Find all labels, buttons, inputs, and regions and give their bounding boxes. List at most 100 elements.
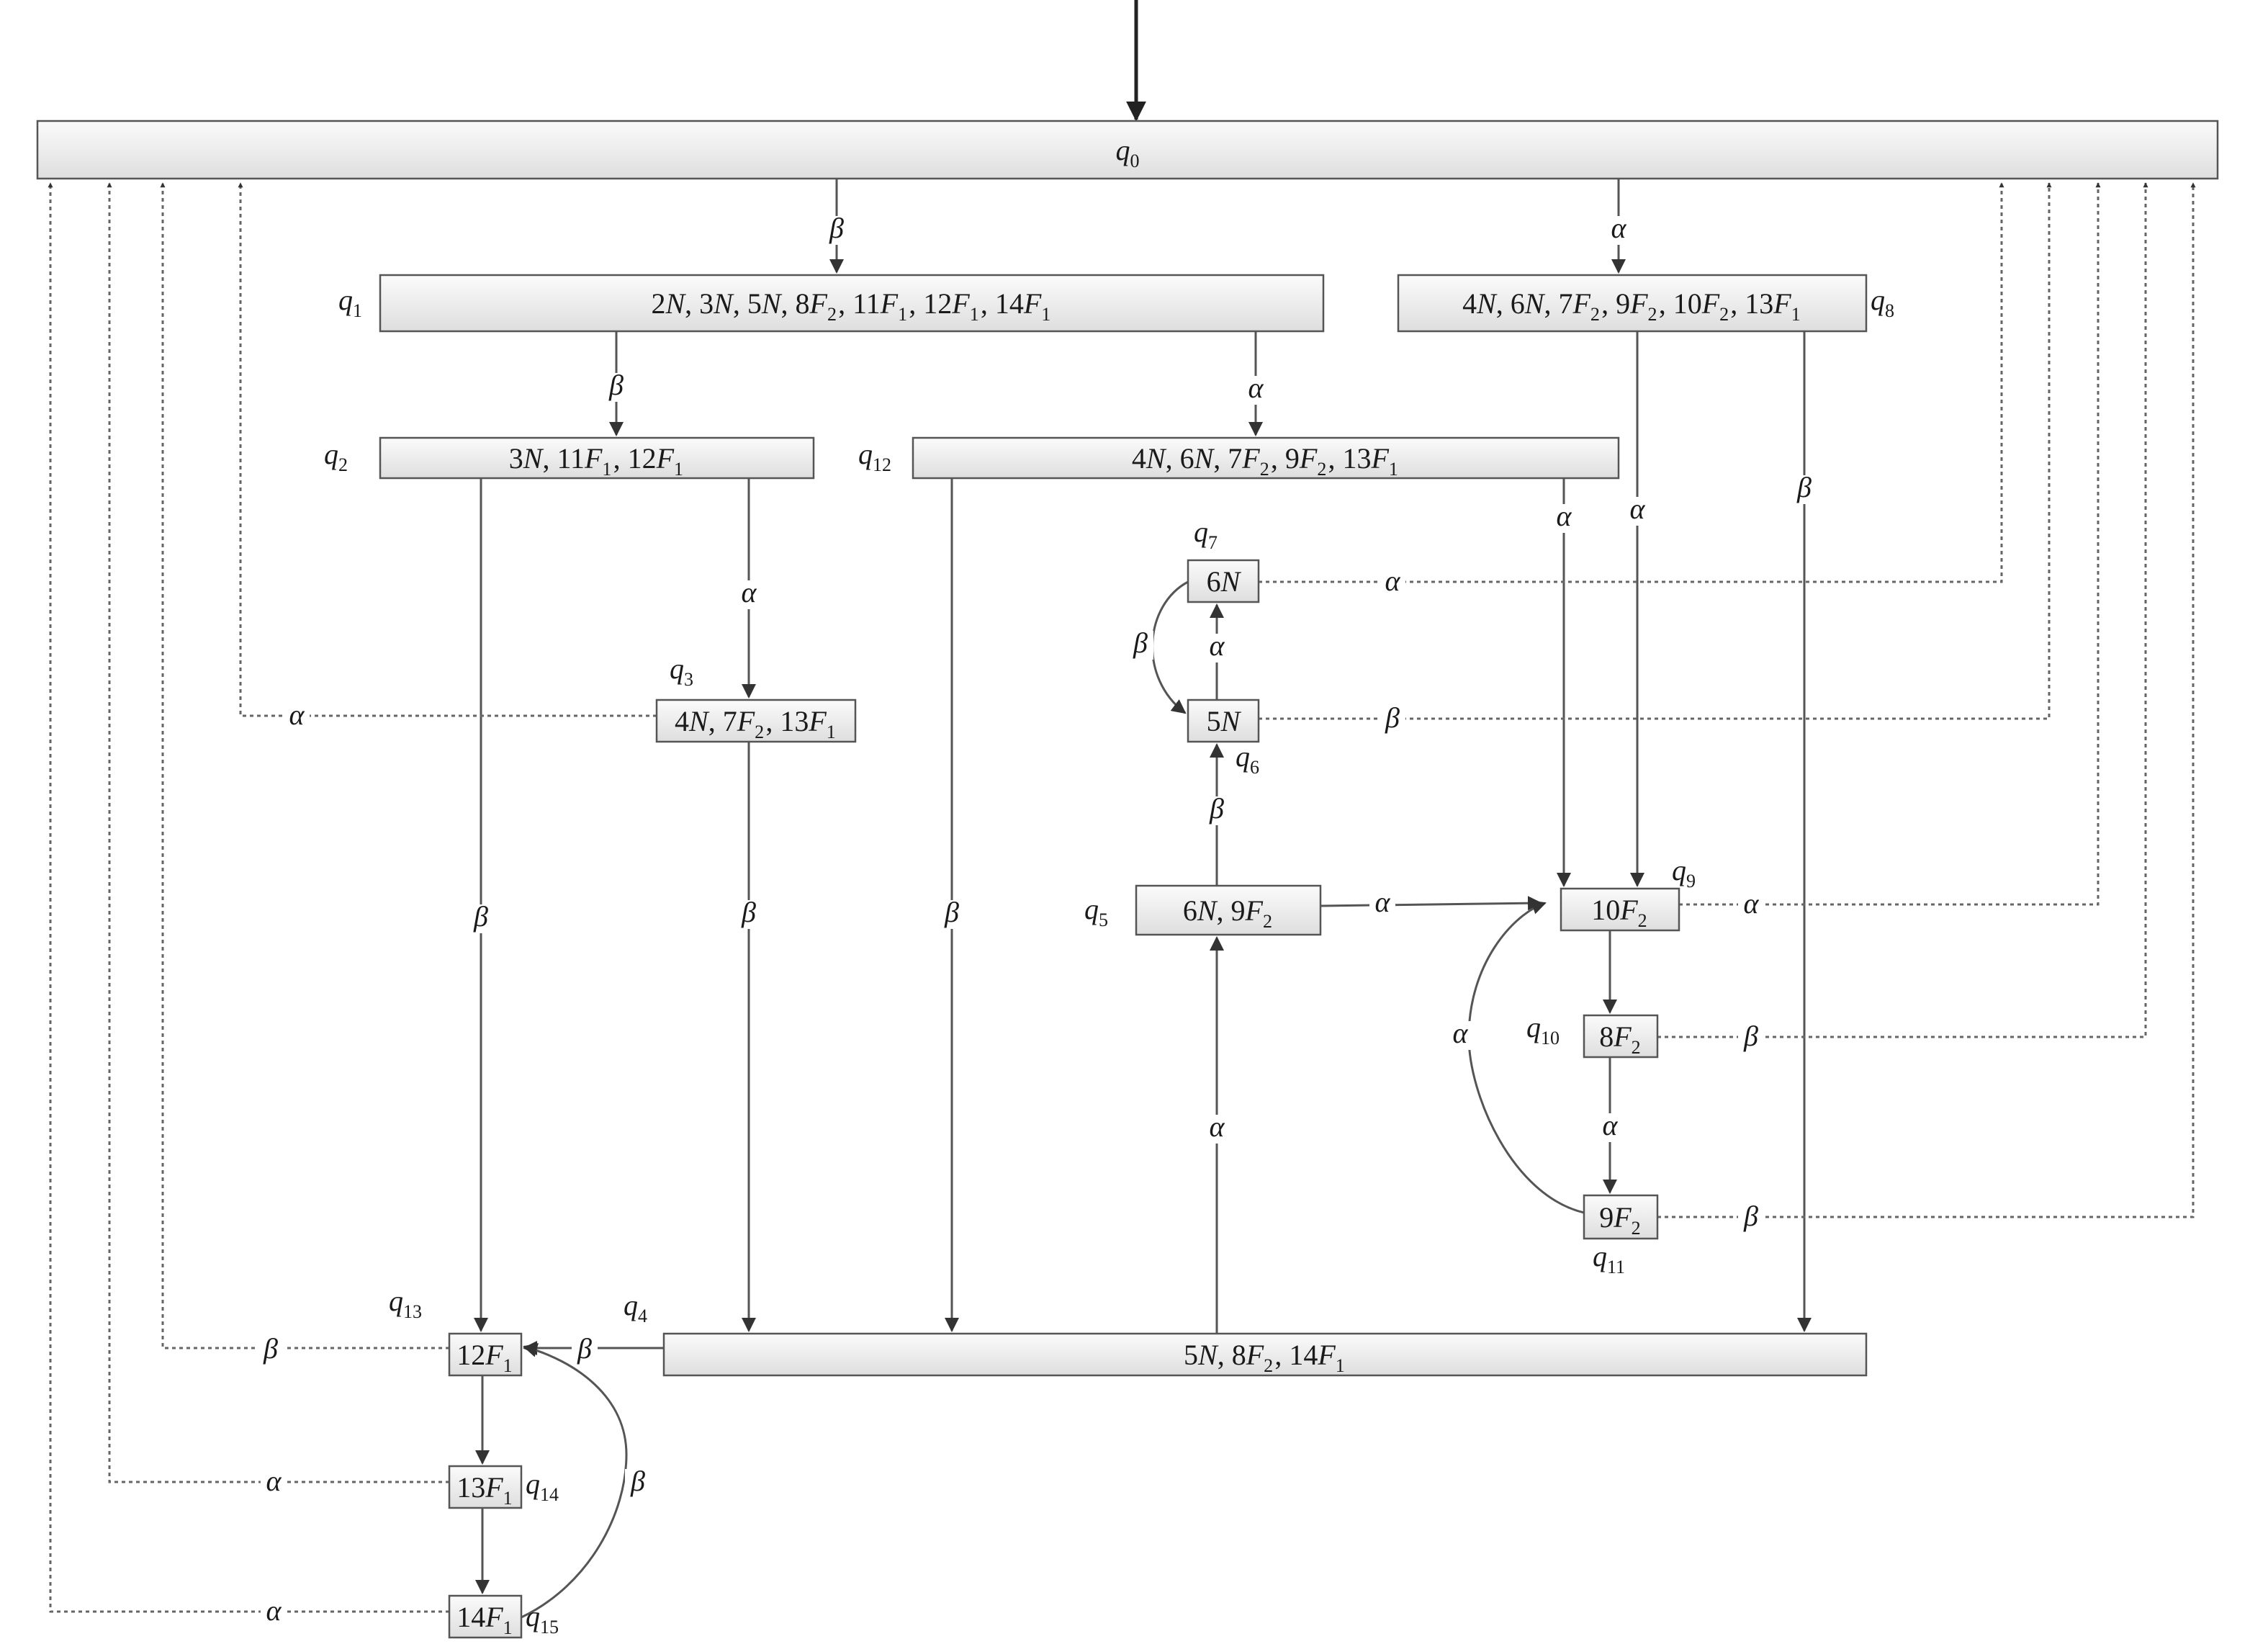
label-q8-q4: β — [1796, 471, 1812, 503]
state-q10: 8F2 — [1583, 1014, 1659, 1059]
label-bg — [1204, 796, 1230, 825]
state-q8: 4N, 6N, 7F2 , 9F2 , 10F2 , 13F1 — [1397, 274, 1868, 333]
state-q4: 5N, 8F2 , 14F1 — [662, 1332, 1868, 1377]
state-content-q9: 10F2 — [1591, 894, 1649, 931]
label-bg — [1380, 569, 1405, 598]
state-q15: 14F1 — [448, 1594, 523, 1639]
state-box-frame — [1583, 1194, 1659, 1240]
state-name-q14: q14 — [526, 1468, 559, 1505]
label-bg — [1204, 634, 1230, 662]
state-content-q3: 4N, 7F2 , 13F1 — [675, 705, 837, 742]
state-name-q8: q8 — [1871, 284, 1894, 321]
state-q6: 5N — [1187, 699, 1260, 743]
label-q6-q7: α — [1210, 629, 1225, 662]
state-box-frame — [662, 1332, 1868, 1377]
state-q0: q0 — [36, 120, 2219, 180]
state-name-q11: q11 — [1593, 1240, 1625, 1277]
state-content-q0: q0 — [1116, 134, 1140, 171]
label-bg — [939, 900, 965, 929]
label-q13-q0: β — [263, 1332, 278, 1365]
return-q14-q0 — [107, 182, 449, 1483]
label-q5-q6: β — [1209, 792, 1224, 825]
label-q14-q0: α — [266, 1465, 282, 1497]
state-box-frame — [379, 436, 815, 480]
edge-q11-q9 — [1467, 900, 1585, 1214]
state-content-q15: 14F1 — [456, 1601, 514, 1638]
label-bg — [1243, 376, 1269, 405]
state-box-frame — [379, 274, 1325, 333]
return-q7-q0 — [1259, 182, 2004, 583]
label-q2-q13: β — [473, 900, 488, 933]
label-bg — [1128, 631, 1153, 660]
edge-q7-q6 — [1151, 580, 1189, 714]
state-content-q13: 12F1 — [456, 1339, 514, 1376]
state-q9: 10F2 — [1560, 887, 1680, 932]
label-q1-q2: β — [608, 369, 624, 401]
state-q1: 2N, 3N, 5N, 8F2 , 11F1 , 12F1 , 14F1 — [379, 274, 1325, 333]
label-q8-q9: α — [1630, 493, 1646, 525]
state-box-frame — [1187, 699, 1260, 743]
label-bg — [1369, 890, 1395, 919]
state-name-q15: q15 — [526, 1600, 559, 1638]
state-name-q9: q9 — [1672, 854, 1696, 891]
return-q9-q0 — [1679, 182, 2101, 906]
state-q7: 6N — [1187, 559, 1260, 603]
label-bg — [572, 1337, 598, 1365]
state-q5: 6N, 9F2 — [1135, 884, 1322, 936]
state-content-q4: 5N, 8F2 , 14F1 — [1184, 1339, 1346, 1376]
label-q0-q8: α — [1611, 212, 1627, 244]
label-q7-q0: α — [1385, 565, 1401, 597]
label-q0-q1: β — [829, 212, 844, 244]
label-bg — [1738, 1024, 1764, 1053]
state-box-frame — [448, 1594, 523, 1639]
label-q12-q9: α — [1557, 500, 1572, 532]
state-name-q6: q6 — [1236, 740, 1259, 778]
label-bg — [1551, 504, 1577, 533]
label-q1-q12: α — [1248, 372, 1264, 404]
label-q6-q0: β — [1385, 701, 1400, 734]
state-content-q12: 4N, 6N, 7F2 , 9F2 , 13F1 — [1132, 442, 1400, 480]
state-box-frame — [655, 699, 857, 743]
state-q11: 9F2 — [1583, 1194, 1659, 1240]
state-content-q7: 6N — [1207, 565, 1242, 598]
label-bg — [736, 580, 762, 609]
label-bg — [261, 1599, 287, 1627]
return-q11-q0 — [1657, 182, 2196, 1218]
label-q15-q0: α — [266, 1594, 282, 1627]
state-name-q13: q13 — [389, 1285, 422, 1322]
state-box-frame — [1135, 884, 1322, 936]
label-q7-q6: β — [1133, 626, 1148, 659]
label-q11-q0: β — [1743, 1200, 1758, 1232]
state-name-q7: q7 — [1194, 516, 1218, 553]
state-boxes: q0 2N, 3N, 5N, 8F2 , 11F1 , 12F1 , 14F1 4… — [36, 120, 2219, 1639]
dotted-return-transitions — [48, 182, 2196, 1613]
label-q5-q9: α — [1375, 886, 1391, 918]
state-box-frame — [1560, 887, 1680, 932]
state-box-frame — [1187, 559, 1260, 603]
return-q15-q0 — [48, 182, 449, 1613]
state-box-frame — [1397, 274, 1868, 333]
state-name-q4: q4 — [624, 1289, 647, 1326]
state-box-frame — [1583, 1014, 1659, 1059]
label-bg — [1380, 706, 1405, 735]
label-bg — [824, 216, 850, 245]
label-q10-q0: β — [1743, 1020, 1758, 1052]
state-content-q11: 9F2 — [1599, 1201, 1642, 1239]
label-q11-q9: α — [1453, 1017, 1469, 1049]
state-name-q10: q10 — [1526, 1011, 1560, 1048]
state-name-q5: q5 — [1084, 893, 1108, 930]
label-bg — [1447, 1021, 1473, 1050]
edge-q5-q9 — [1320, 896, 1542, 911]
state-q13: 12F1 — [448, 1332, 523, 1377]
label-bg — [603, 373, 629, 402]
label-bg — [1738, 891, 1764, 920]
state-content-q6: 5N — [1207, 705, 1242, 737]
state-content-q5: 6N, 9F2 — [1183, 894, 1274, 932]
label-q15-q13: β — [630, 1465, 645, 1497]
label-bg — [736, 900, 762, 929]
state-q12: 4N, 6N, 7F2 , 9F2 , 13F1 — [912, 436, 1620, 480]
state-name-q1: q1 — [338, 284, 362, 321]
